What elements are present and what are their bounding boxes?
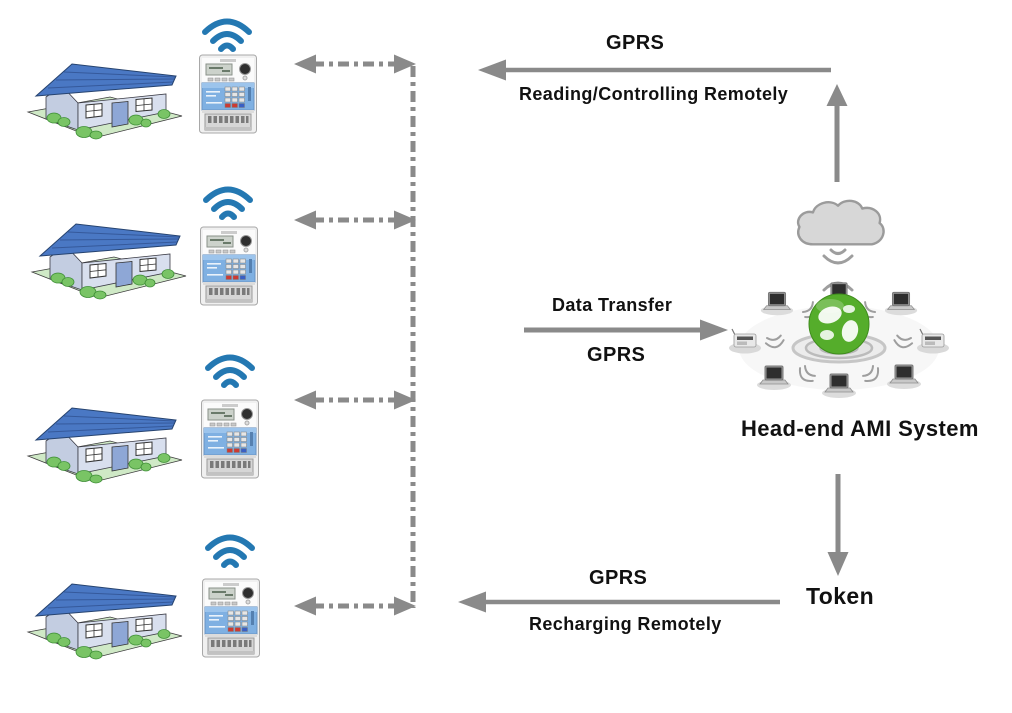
arrow-cloud-up bbox=[826, 84, 848, 182]
laptop-icon bbox=[884, 291, 918, 316]
arrow-recharging bbox=[458, 591, 780, 613]
head-end-system-graphic bbox=[728, 282, 950, 399]
wifi-signal-icon bbox=[203, 530, 257, 570]
meter-link-arrow-2 bbox=[294, 210, 416, 230]
label-gprs-bottom: GPRS bbox=[589, 567, 648, 589]
laptop-icon bbox=[760, 291, 794, 316]
smart-meter-icon bbox=[200, 226, 258, 306]
arrow-gprs-reading bbox=[478, 59, 831, 81]
label-gprs-top: GPRS bbox=[606, 32, 665, 54]
wifi-signal-icon bbox=[203, 350, 257, 390]
arrow-headend-to-token bbox=[827, 474, 849, 576]
arrow-data-transfer bbox=[524, 319, 728, 341]
smart-meter-icon bbox=[201, 399, 259, 479]
house-icon bbox=[31, 223, 187, 300]
smart-meter-icon bbox=[199, 54, 257, 134]
meter-link-arrow-1 bbox=[294, 54, 416, 74]
label-head-end-system: Head-end AMI System bbox=[741, 416, 979, 441]
label-data-transfer: Data Transfer bbox=[552, 295, 673, 315]
label-reading-remotely: Reading/Controlling Remotely bbox=[519, 84, 789, 104]
globe-icon bbox=[808, 293, 870, 355]
wifi-signal-icon bbox=[201, 182, 255, 222]
handheld-terminal-icon bbox=[916, 328, 950, 355]
label-recharging-remotely: Recharging Remotely bbox=[529, 614, 722, 634]
house-icon bbox=[27, 63, 183, 140]
house-icon bbox=[27, 407, 183, 484]
cloud-icon bbox=[796, 199, 885, 246]
smart-meter-icon bbox=[202, 578, 260, 658]
meter-link-arrow-3 bbox=[294, 390, 416, 410]
house-icon bbox=[27, 583, 183, 660]
label-token: Token bbox=[806, 583, 875, 609]
meter-link-arrow-4 bbox=[294, 596, 416, 616]
wifi-signal-icon bbox=[200, 14, 254, 54]
label-gprs-mid: GPRS bbox=[587, 344, 646, 366]
